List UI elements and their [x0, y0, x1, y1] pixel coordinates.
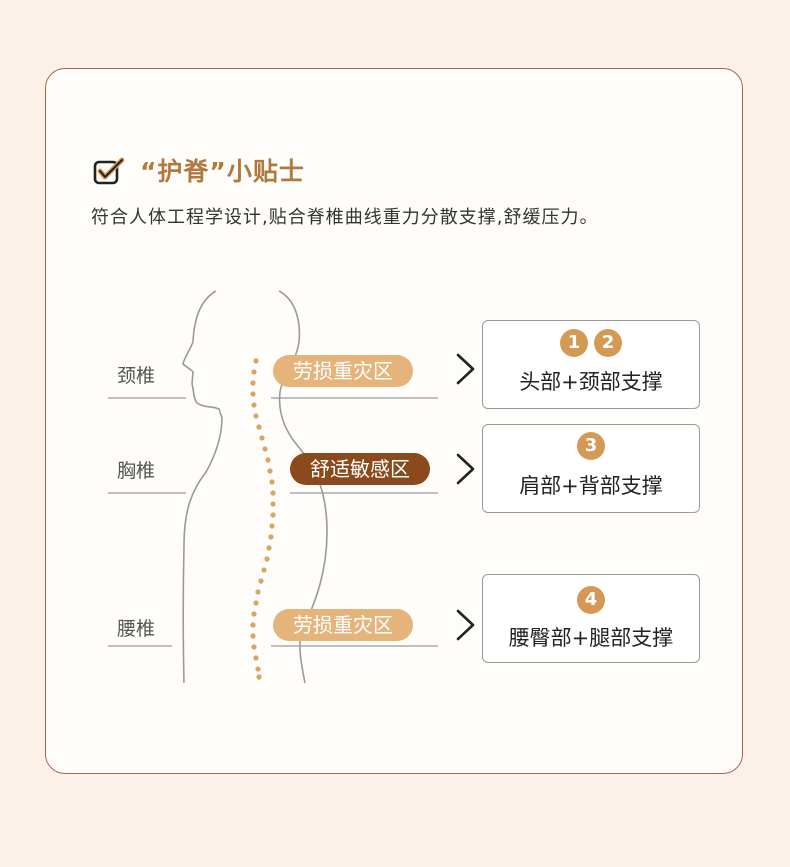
checkbox-check-icon: [93, 157, 125, 185]
zone-pill-cervical: 劳损重灾区: [273, 355, 413, 387]
page-subtitle: 符合人体工程学设计,贴合脊椎曲线重力分散支撑,舒缓压力。: [91, 207, 599, 228]
number-badge: 3: [577, 432, 605, 460]
support-box-thoracic: 3 肩部+背部支撑: [482, 424, 700, 513]
page-title: “护脊”小贴士: [140, 157, 305, 186]
chevron-right-icon: [456, 353, 475, 385]
support-text-cervical: 头部+颈部支撑: [519, 370, 663, 394]
chevron-right-icon: [456, 609, 475, 641]
segment-label-cervical: 颈椎: [117, 365, 156, 387]
support-text-lumbar: 腰臀部+腿部支撑: [508, 626, 674, 650]
segment-label-lumbar: 腰椎: [117, 618, 156, 640]
chevron-right-icon: [456, 453, 475, 485]
segment-label-thoracic: 胸椎: [117, 460, 156, 482]
zone-pill-lumbar: 劳损重灾区: [273, 609, 413, 641]
number-badge: 2: [594, 329, 622, 357]
number-badge: 1: [560, 329, 588, 357]
zone-pill-thoracic: 舒适敏感区: [290, 453, 430, 485]
support-text-thoracic: 肩部+背部支撑: [519, 474, 663, 498]
support-box-lumbar: 4 腰臀部+腿部支撑: [482, 574, 700, 663]
spine-dots: [250, 358, 276, 680]
number-badge: 4: [577, 586, 605, 614]
support-box-cervical: 1 2 头部+颈部支撑: [482, 320, 700, 409]
